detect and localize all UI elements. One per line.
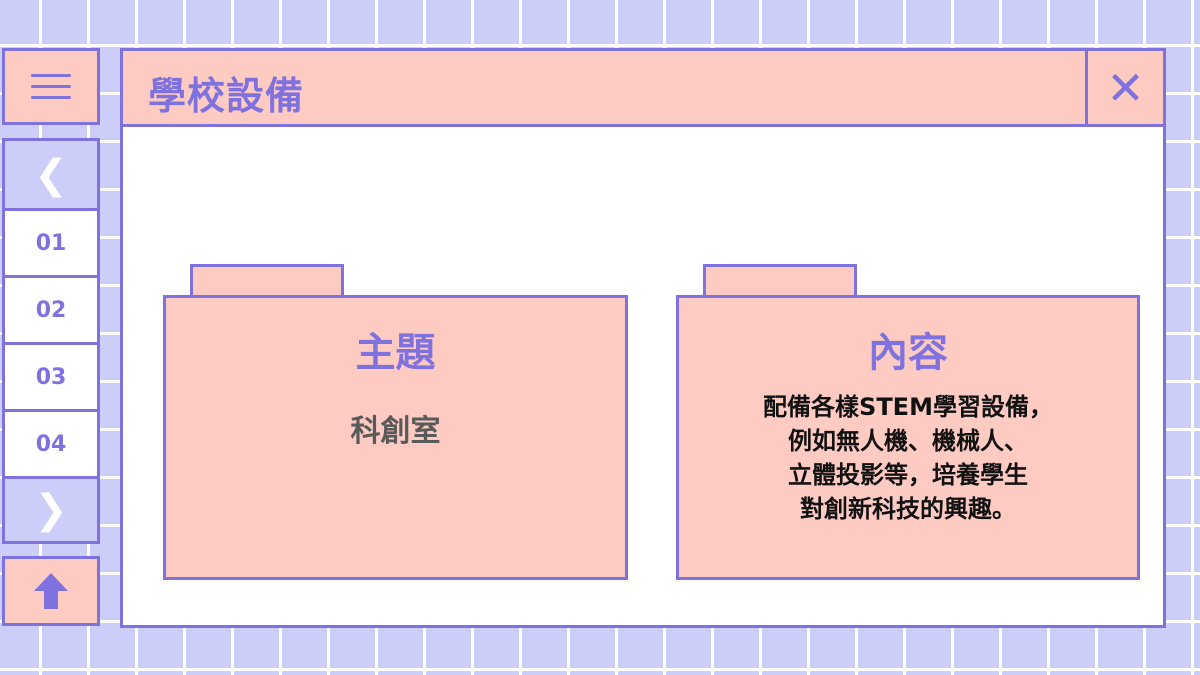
page-02-button[interactable]: 02 <box>5 275 97 342</box>
hamburger-icon <box>31 74 71 99</box>
arrow-up-icon <box>34 573 68 609</box>
page-navigator: ❮ 01 02 03 04 ❯ <box>2 138 100 544</box>
page-01-button[interactable]: 01 <box>5 208 97 275</box>
chevron-left-icon: ❮ <box>34 151 68 198</box>
folder-heading-topic: 主題 <box>355 330 436 376</box>
folder-tab-content <box>703 264 857 299</box>
scroll-up-button[interactable] <box>2 556 100 626</box>
close-icon: ✕ <box>1106 60 1145 115</box>
menu-button[interactable] <box>2 48 100 125</box>
chevron-right-icon: ❯ <box>34 487 68 533</box>
page-number: 03 <box>35 364 67 390</box>
window-title: 學校設備 <box>148 74 305 118</box>
close-button[interactable]: ✕ <box>1085 51 1163 124</box>
next-page-button[interactable]: ❯ <box>5 476 97 541</box>
prev-page-button[interactable]: ❮ <box>5 141 97 208</box>
folder-tab-topic <box>190 264 344 299</box>
page-number: 02 <box>35 297 67 323</box>
page-04-button[interactable]: 04 <box>5 409 97 476</box>
folder-body-topic: 科創室 <box>350 414 441 449</box>
page-number: 01 <box>35 230 67 256</box>
folder-topic: 主題 科創室 <box>163 295 628 580</box>
page-number: 04 <box>35 431 67 457</box>
main-window: 學校設備 ✕ 主題 科創室 內容 配備各樣STEM學習設備， 例如無人機、機械人… <box>120 48 1166 628</box>
window-titlebar: 學校設備 ✕ <box>123 51 1163 127</box>
folder-body-content: 配備各樣STEM學習設備， 例如無人機、機械人、 立體投影等，培養學生 對創新科… <box>763 393 1053 523</box>
folder-heading-content: 內容 <box>868 330 948 376</box>
folder-content: 內容 配備各樣STEM學習設備， 例如無人機、機械人、 立體投影等，培養學生 對… <box>676 295 1140 580</box>
page-03-button[interactable]: 03 <box>5 342 97 409</box>
